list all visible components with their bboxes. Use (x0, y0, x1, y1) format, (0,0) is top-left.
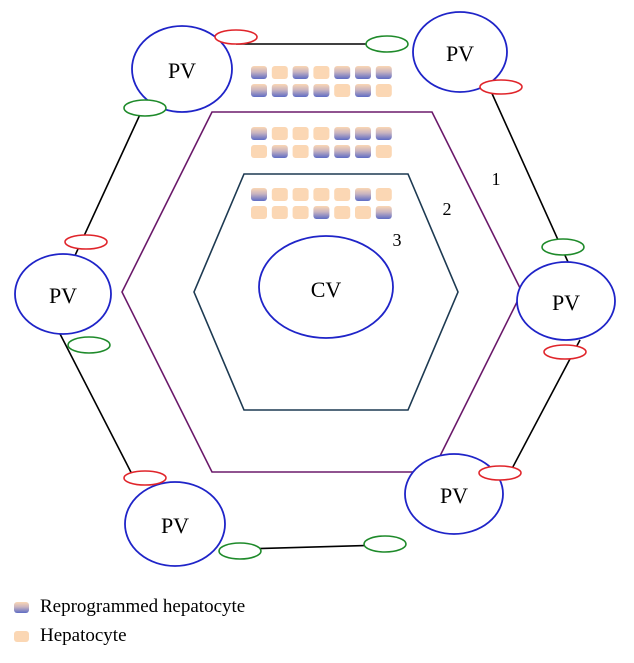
hepatocyte-cell (292, 188, 309, 201)
red-ellipse (479, 79, 523, 95)
hepatocyte-cell (375, 84, 392, 97)
reprogrammed-hepatocyte-cell (271, 84, 288, 97)
hepatocyte-cell (313, 188, 330, 201)
reprogrammed-hepatocyte-cell (375, 127, 392, 140)
hepatocyte-cell (334, 188, 351, 201)
hepatic-artery-ellipses (64, 29, 587, 486)
hepatocyte-cell (375, 145, 392, 158)
central-vein: CV (258, 235, 394, 339)
legend-reprogrammed: Reprogrammed hepatocyte (14, 596, 245, 618)
reprogrammed-swatch-icon (14, 601, 29, 613)
reprogrammed-hepatocyte-cell (292, 66, 309, 79)
reprogrammed-hepatocyte-cell (334, 127, 351, 140)
zone2-label: 2 (443, 199, 452, 219)
green-ellipse (218, 542, 262, 560)
legend-reprogrammed-label: Reprogrammed hepatocyte (40, 596, 246, 617)
hepatocyte-cell (355, 206, 371, 219)
cv-label: CV (311, 277, 342, 302)
reprogrammed-hepatocyte-cell (334, 66, 351, 79)
portal-vein-top-left: PV (131, 25, 233, 113)
hepatocyte-cell (292, 145, 309, 158)
green-ellipse (123, 99, 167, 117)
hepatocyte-cell (292, 206, 309, 219)
hepatocyte-cell (313, 127, 330, 140)
hepatocyte-cell (375, 188, 392, 201)
reprogrammed-hepatocyte-cell (251, 84, 267, 97)
pv-label: PV (440, 483, 468, 508)
reprogrammed-hepatocyte-cell (251, 66, 267, 79)
green-ellipse (365, 35, 409, 53)
hepatocyte-cell (334, 206, 351, 219)
green-ellipse (67, 336, 111, 354)
portal-vein-bottom-right: PV (404, 453, 504, 535)
legend-hepatocyte: Hepatocyte (14, 625, 127, 647)
red-ellipse (543, 344, 587, 360)
pv-label: PV (168, 58, 196, 83)
bile-duct-ellipses (67, 35, 585, 560)
pv-label: PV (49, 283, 77, 308)
reprogrammed-hepatocyte-cell (355, 188, 371, 201)
liver-lobule-diagram: CV PV PV PV PV PV PV (14, 11, 616, 567)
reprogrammed-hepatocyte-cell (355, 84, 371, 97)
reprogrammed-hepatocyte-cell (313, 206, 330, 219)
pv-label: PV (446, 41, 474, 66)
pv-label: PV (552, 290, 580, 315)
pv-label: PV (161, 513, 189, 538)
reprogrammed-hepatocyte-cell (375, 66, 392, 79)
hepatocyte-cell (334, 84, 351, 97)
reprogrammed-hepatocyte-cell (375, 206, 392, 219)
reprogrammed-hepatocyte-cell (334, 145, 351, 158)
portal-vein-right: PV (516, 261, 616, 341)
zone3-label: 3 (393, 230, 402, 250)
reprogrammed-hepatocyte-cell (251, 127, 267, 140)
red-ellipse (478, 465, 522, 481)
hepatocyte-cell (271, 188, 288, 201)
reprogrammed-hepatocyte-cell (313, 84, 330, 97)
red-ellipse (123, 470, 167, 486)
portal-vein-top-right: PV (412, 11, 508, 93)
green-ellipse (541, 238, 585, 256)
reprogrammed-hepatocyte-cell (355, 127, 371, 140)
zone1-label: 1 (492, 169, 501, 189)
reprogrammed-hepatocyte-cell (271, 145, 288, 158)
reprogrammed-hepatocyte-cell (313, 145, 330, 158)
reprogrammed-hepatocyte-cell (251, 188, 267, 201)
reprogrammed-hepatocyte-cell (355, 66, 371, 79)
hepatocyte-cell (271, 127, 288, 140)
zone2-border (193, 173, 459, 411)
hepatocyte-cell (313, 66, 330, 79)
hepatocyte-swatch-icon (14, 630, 29, 642)
portal-vein-bottom-left: PV (124, 481, 226, 567)
hepatocyte-cell (292, 127, 309, 140)
hepatocyte-cell (271, 66, 288, 79)
legend-hepatocyte-label: Hepatocyte (40, 625, 127, 646)
hepatocyte-cell (251, 206, 267, 219)
red-ellipse (64, 234, 108, 250)
portal-vein-left: PV (14, 253, 112, 335)
green-ellipse (363, 535, 407, 553)
hepatocyte-grid (251, 66, 392, 219)
hepatocyte-cell (271, 206, 288, 219)
reprogrammed-hepatocyte-cell (292, 84, 309, 97)
reprogrammed-hepatocyte-cell (355, 145, 371, 158)
red-ellipse (214, 29, 258, 45)
hepatocyte-cell (251, 145, 267, 158)
